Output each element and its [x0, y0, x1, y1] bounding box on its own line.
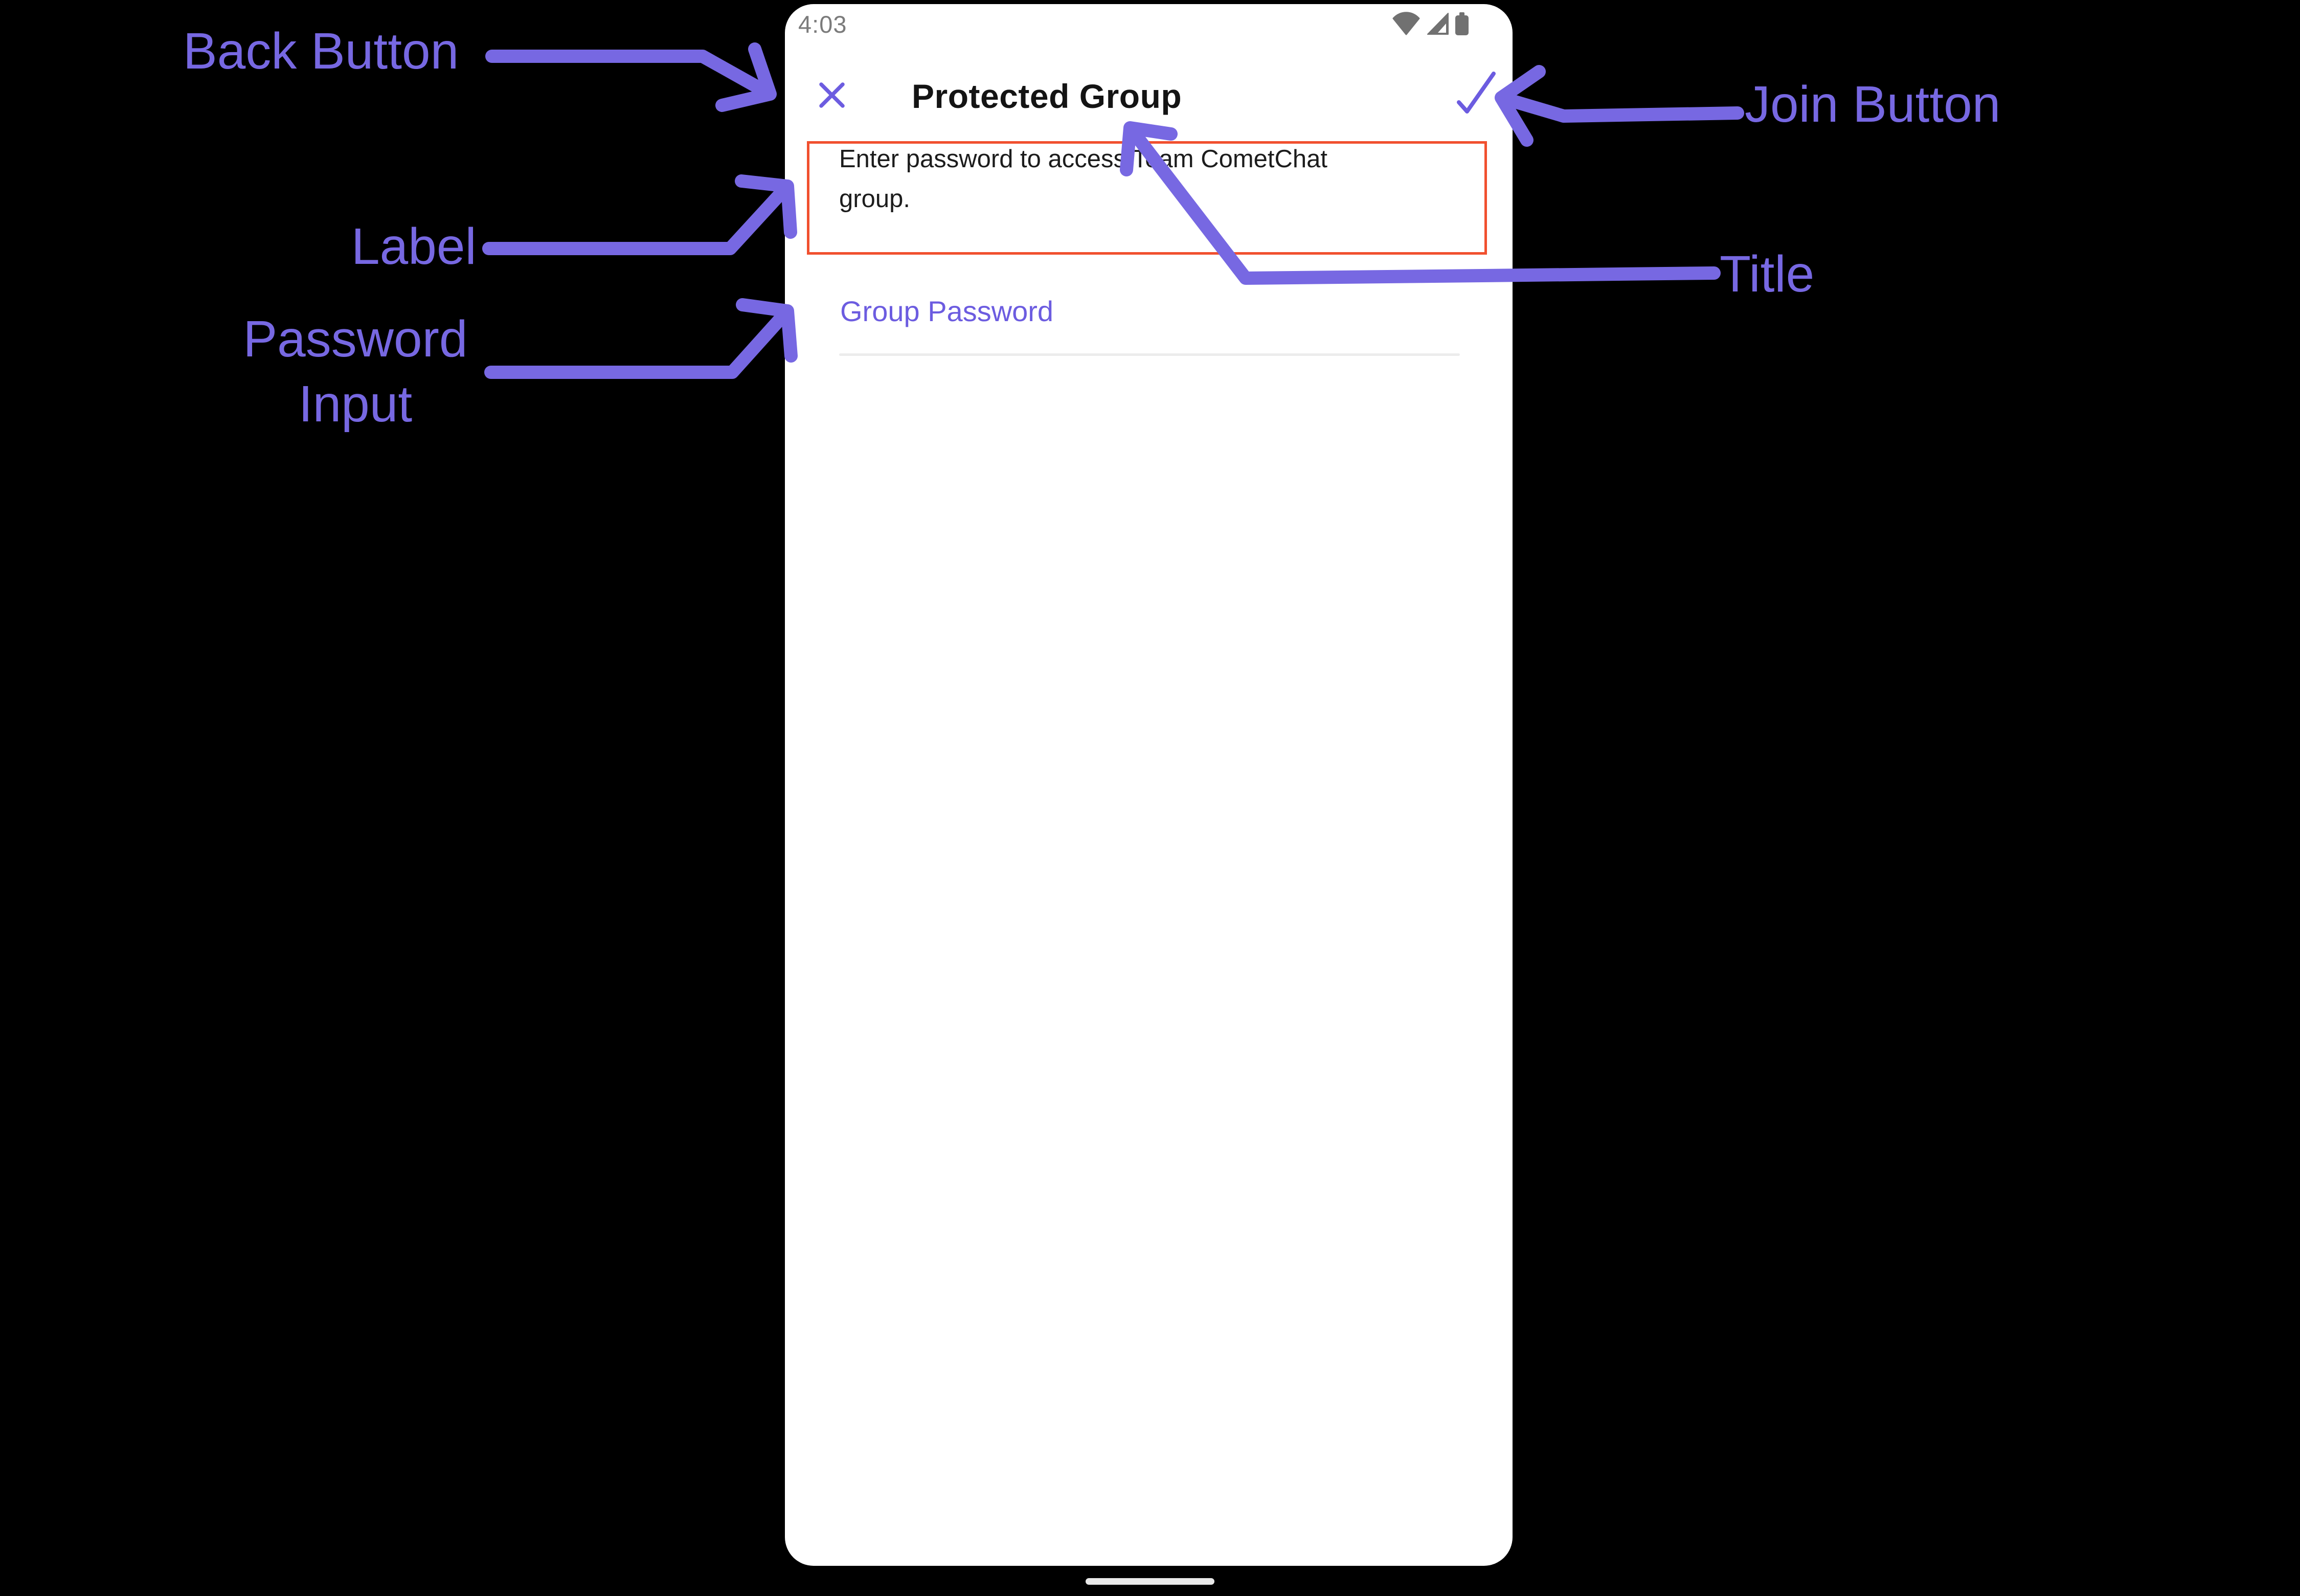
label-highlight-box — [807, 141, 1487, 255]
wifi-icon — [1392, 12, 1420, 35]
group-password-input[interactable]: Group Password — [839, 288, 1460, 357]
password-prompt-line2: group. — [839, 185, 910, 213]
input-underline — [839, 353, 1460, 356]
page-title: Protected Group — [912, 77, 1182, 115]
label-arrow — [482, 174, 797, 255]
join-button-arrow — [1495, 65, 1744, 147]
group-password-placeholder: Group Password — [840, 295, 1054, 327]
annotation-password-input-line2: Input — [298, 375, 413, 433]
password-input-arrow — [484, 298, 798, 379]
home-indicator[interactable] — [1086, 1578, 1214, 1585]
cell-signal-icon — [1427, 13, 1449, 35]
annotation-back-button-label: Back Button — [183, 23, 459, 80]
join-button[interactable] — [1455, 70, 1498, 115]
annotation-password-input-label: Password Input — [194, 307, 516, 437]
status-icons — [1392, 10, 1470, 37]
annotation-password-input-line1: Password — [243, 310, 468, 368]
x-close-icon — [819, 82, 845, 108]
battery-icon — [1455, 12, 1469, 35]
annotation-title-label: Title — [1720, 245, 1815, 303]
back-button[interactable] — [816, 79, 848, 111]
annotation-join-button-label: Join Button — [1745, 76, 2001, 133]
annotation-label-label: Label — [351, 218, 477, 275]
back-button-arrow — [485, 42, 777, 112]
status-time: 4:03 — [798, 11, 847, 38]
checkmark-icon — [1457, 72, 1496, 114]
